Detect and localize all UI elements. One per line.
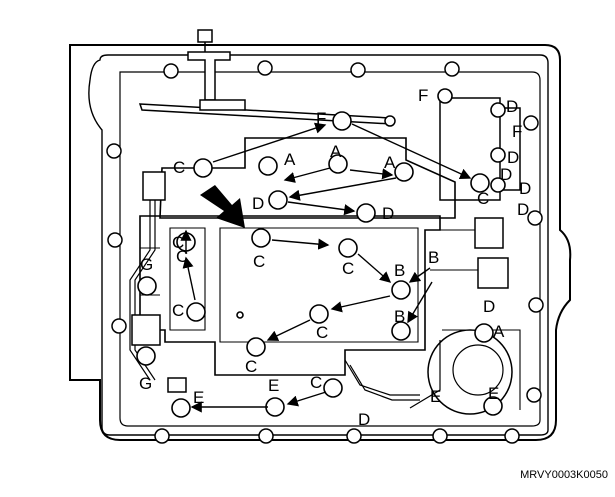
bolt-label: C (342, 259, 354, 278)
bolt-label: B (428, 248, 439, 267)
bolt-label: A (493, 322, 505, 341)
valve-body-bolts (136, 88, 506, 418)
start-pointer-arrow (200, 185, 245, 228)
bolt-label: D (500, 165, 512, 184)
bolt-label: A (384, 153, 396, 172)
bolt-label: G (140, 255, 153, 274)
bolt-label: D (382, 204, 394, 223)
bolt-label: D (358, 410, 370, 429)
bolt-label: F (512, 122, 522, 141)
bolt-label: C (176, 247, 188, 266)
bolt-label: C (172, 233, 184, 252)
bolt-label: C (316, 323, 328, 342)
bolt-label: B (394, 261, 405, 280)
bolt-label: G (139, 374, 152, 393)
bolt-label: E (430, 387, 441, 406)
bolt-label: D (506, 97, 518, 116)
left-connectors (131, 171, 187, 393)
bolt-label: D (507, 148, 519, 167)
bolt-label: C (173, 158, 185, 177)
bolt-label: C (172, 301, 184, 320)
figure-code: MRVY0003K0050 (520, 469, 608, 481)
bolt-label: D (483, 297, 495, 316)
bolt-label: A (284, 150, 296, 169)
bolt-label: B (394, 307, 405, 326)
bolt-label: C (253, 252, 265, 271)
case-perimeter-bolts (106, 60, 544, 444)
bolt-label: C (310, 373, 322, 392)
bolt-label: A (330, 142, 342, 161)
bolt-label: F (316, 109, 326, 128)
bolt-label: F (418, 86, 428, 105)
bolt-label: D (517, 200, 529, 219)
accumulator (427, 329, 521, 415)
sequence-arrows (180, 122, 472, 413)
bolt-label: E (268, 376, 279, 395)
wiring-harness (129, 175, 441, 409)
transmission-case (69, 44, 572, 441)
solenoid-assembly (430, 97, 521, 289)
bolt-label: E (193, 388, 204, 407)
bolt-label: C (245, 357, 257, 376)
bolt-labels: A A A A B B B C C C C C C C C C C D D D … (139, 86, 531, 429)
bolt-label: C (477, 189, 489, 208)
bolt-label: D (519, 179, 531, 198)
manual-valve-linkage (138, 29, 396, 127)
bolt-label: E (488, 384, 499, 403)
bolt-label: D (252, 194, 264, 213)
